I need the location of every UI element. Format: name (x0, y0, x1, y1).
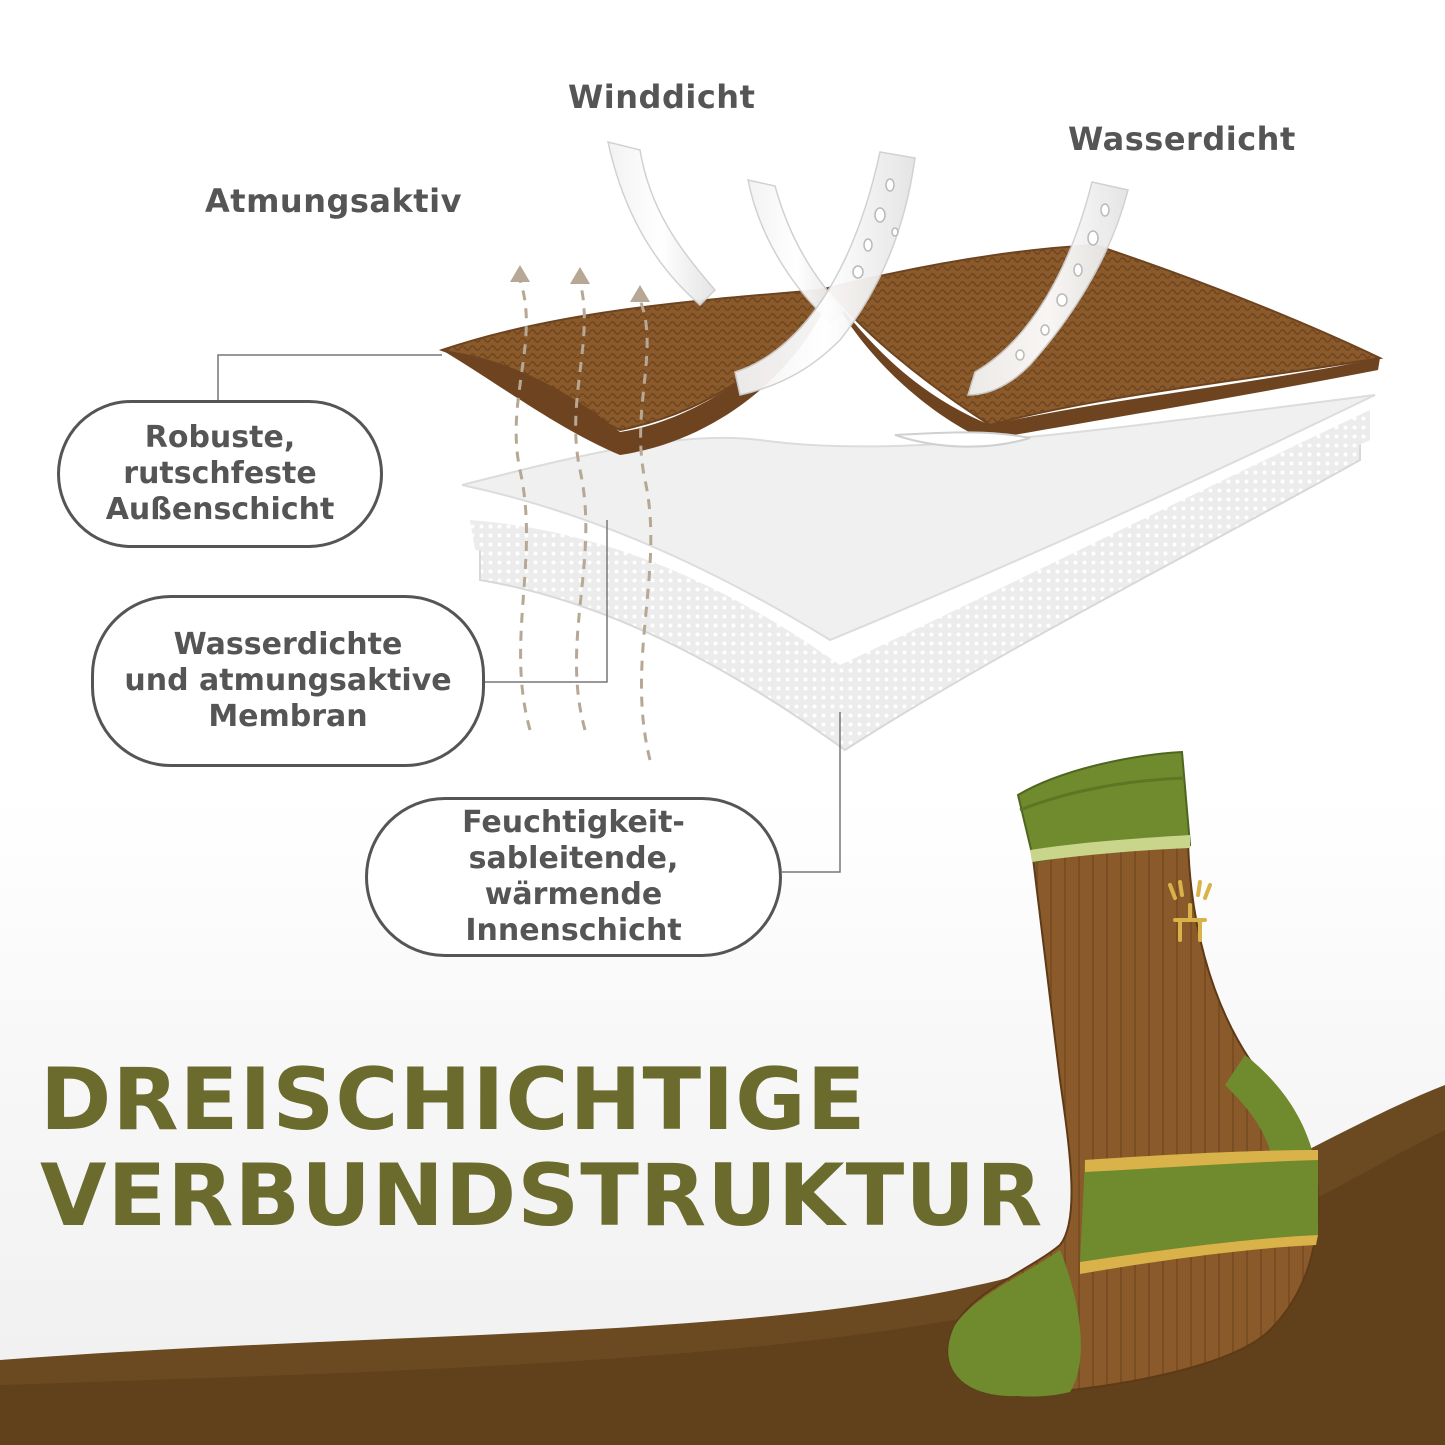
sock-illustration (947, 750, 1320, 1397)
callout-line: Robuste, (144, 420, 296, 455)
headline-line-1: DREISCHICHTIGE (40, 1050, 867, 1150)
callout-line: Außenschicht (105, 492, 335, 527)
callout-line: Innenschicht (465, 913, 682, 948)
callout-line: sableitende, (468, 841, 679, 876)
sock-toe (948, 1250, 1081, 1397)
callout-inner-layer: Feuchtigkeit- sableitende, wärmende Inne… (365, 797, 782, 957)
callout-line: wärmende (484, 877, 663, 912)
callout-line: Wasserdichte (173, 627, 403, 662)
airflow-arrow-icon (514, 279, 653, 761)
water-film-left (734, 151, 916, 396)
callout-line: und atmungsaktive (124, 663, 452, 698)
callout-line: Membran (208, 699, 368, 734)
deer-logo-icon (1168, 880, 1212, 942)
headline-line-2: VERBUNDSTRUKTUR (40, 1146, 1044, 1246)
inner-layer-edge (470, 410, 1370, 705)
connector-lines (217, 354, 841, 873)
sock-cuff-stripe (1030, 835, 1190, 862)
outer-layer-fold-right (830, 292, 1380, 440)
callout-line: rutschfeste (123, 456, 317, 491)
water-drop-icon (852, 178, 1110, 361)
wind-arrow-icon (607, 140, 717, 307)
callout-membrane: Wasserdichte und atmungsaktive Membran (91, 595, 485, 767)
feature-label-windproof: Winddicht (568, 78, 756, 116)
callout-outer-layer: Robuste, rutschfeste Außenschicht (57, 400, 383, 548)
feature-label-waterproof: Wasserdicht (1068, 120, 1296, 158)
feature-label-breathable: Atmungsaktiv (205, 182, 462, 220)
membrane-layer (461, 394, 1376, 642)
airflow-arrowheads (510, 265, 650, 302)
sock-stripe (1080, 1150, 1318, 1262)
callout-line: Feuchtigkeit- (462, 805, 685, 840)
